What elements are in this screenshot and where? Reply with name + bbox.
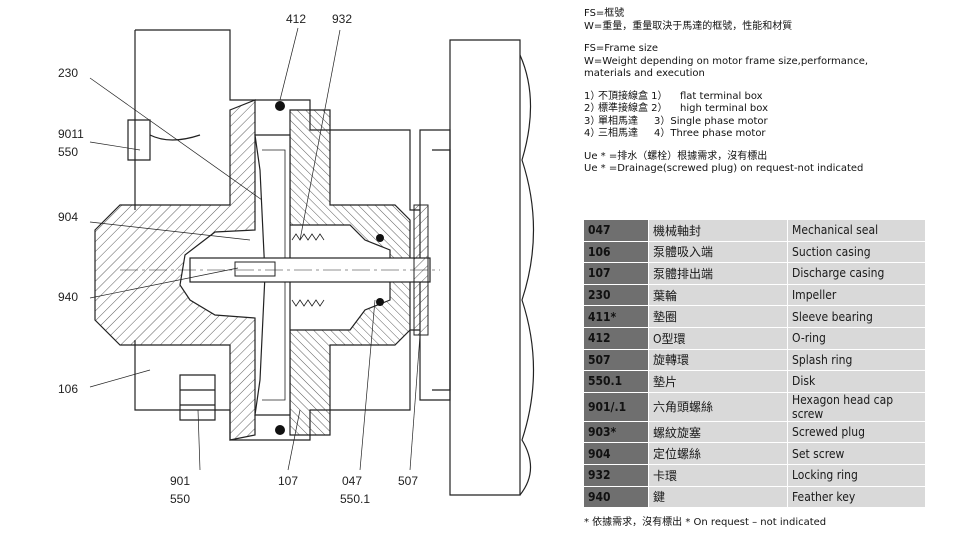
callout-904: 904 [58, 210, 79, 224]
legend-en: high terminal box [680, 103, 769, 114]
part-name-zh: 泵體吸入端 [648, 241, 788, 264]
part-name-en: Feather key [787, 486, 925, 509]
fs-en: FS=Frame size [584, 43, 659, 54]
legend-en: 4）Three phase motor [654, 128, 766, 139]
legend-en: flat terminal box [680, 90, 763, 102]
part-code: 550.1 [584, 370, 649, 393]
part-name-en: Set screw [787, 442, 925, 465]
part-code: 230 [584, 284, 649, 307]
part-code: 904 [584, 442, 649, 465]
part-name-zh: 機械軸封 [648, 220, 788, 242]
part-code: 940 [584, 486, 649, 509]
notes-block: FS=框號 W=重量，重量取決于馬達的框號，性能和材質 FS=Frame siz… [584, 8, 964, 176]
legend-zh: 不頂接線盒 1） [598, 90, 668, 102]
legend-item: 2） 標準接線盒 2） high terminal box [584, 103, 964, 116]
legend-item: 3） 單相馬達 3）Single phase motor [584, 116, 964, 129]
callout-230: 230 [58, 66, 79, 80]
part-name-zh: 定位螺絲 [648, 442, 788, 465]
part-name-en: Discharge casing [787, 262, 925, 285]
part-code: 047 [584, 220, 649, 242]
legend-en: 3）Single phase motor [654, 115, 768, 127]
ue-zh: Ue * =排水（螺栓）根據需求，沒有標出 [584, 150, 768, 162]
part-name-zh: 旋轉環 [648, 349, 788, 372]
ue-en: Ue * =Drainage(screwed plug) on request-… [584, 163, 864, 174]
part-name-zh: 葉輪 [648, 284, 788, 307]
part-name-zh: 六角頭螺絲 [648, 392, 788, 422]
part-name-en: Sleeve bearing [787, 305, 925, 328]
part-name-en: Suction casing [787, 241, 925, 264]
part-name-zh: 墊圈 [648, 305, 788, 328]
part-name-zh: 泵體排出端 [648, 262, 788, 285]
callout-106: 106 [58, 382, 79, 396]
callout-047: 047 [342, 474, 363, 488]
part-name-en: Locking ring [787, 464, 925, 487]
part-code: 106 [584, 241, 649, 264]
callout-107: 107 [278, 474, 299, 488]
legend-item: 1） 不頂接線盒 1） flat terminal box [584, 91, 964, 104]
part-name-en: Splash ring [787, 349, 925, 372]
callout-412: 412 [286, 12, 307, 26]
callout-932: 932 [332, 12, 353, 26]
pump-cross-section-drawing [89, 27, 535, 496]
part-name-zh: O型環 [648, 327, 788, 350]
part-code: 903* [584, 421, 649, 444]
callout-901: 901 [170, 474, 191, 488]
legend-item: 4） 三相馬達 4）Three phase motor [584, 128, 964, 141]
callout-550: 550 [58, 145, 79, 159]
legend-num: 4） [584, 128, 601, 139]
footnote: * 依據需求，沒有標出 * On request – not indicated [584, 517, 827, 528]
w-zh: W=重量，重量取決于馬達的框號，性能和材質 [584, 20, 793, 32]
callout-507: 507 [398, 474, 419, 488]
callout-9011: 9011 [58, 127, 84, 141]
part-code: 932 [584, 464, 649, 487]
legend-zh: 標準接線盒 2） [598, 103, 668, 114]
callout-550-1: 550.1 [340, 492, 371, 506]
part-code: 412 [584, 327, 649, 350]
part-code: 507 [584, 349, 649, 372]
part-code: 901/.1 [584, 392, 649, 422]
part-name-en: O-ring [787, 327, 925, 350]
part-name-en: Disk [787, 370, 925, 393]
legend-num: 3） [584, 115, 601, 127]
part-name-zh: 墊片 [648, 370, 788, 393]
part-name-en: Screwed plug [787, 421, 925, 444]
callout-550-bottom: 550 [170, 492, 191, 506]
part-name-en: Impeller [787, 284, 925, 307]
callout-940: 940 [58, 290, 79, 304]
legend-num: 1） [584, 90, 601, 102]
part-code: 411* [584, 305, 649, 328]
fs-zh: FS=框號 [584, 8, 625, 19]
part-code: 107 [584, 262, 649, 285]
legend-zh: 單相馬達 [598, 115, 638, 127]
part-name-en: Mechanical seal [787, 220, 925, 242]
legend-zh: 三相馬達 [598, 128, 638, 139]
w-en: W=Weight depending on motor frame size,p… [584, 55, 869, 80]
legend-num: 2） [584, 103, 601, 114]
part-name-zh: 螺紋旋塞 [648, 421, 788, 444]
part-name-zh: 卡環 [648, 464, 788, 487]
part-name-zh: 鍵 [648, 486, 788, 509]
part-name-en: Hexagon head cap screw [787, 392, 925, 422]
